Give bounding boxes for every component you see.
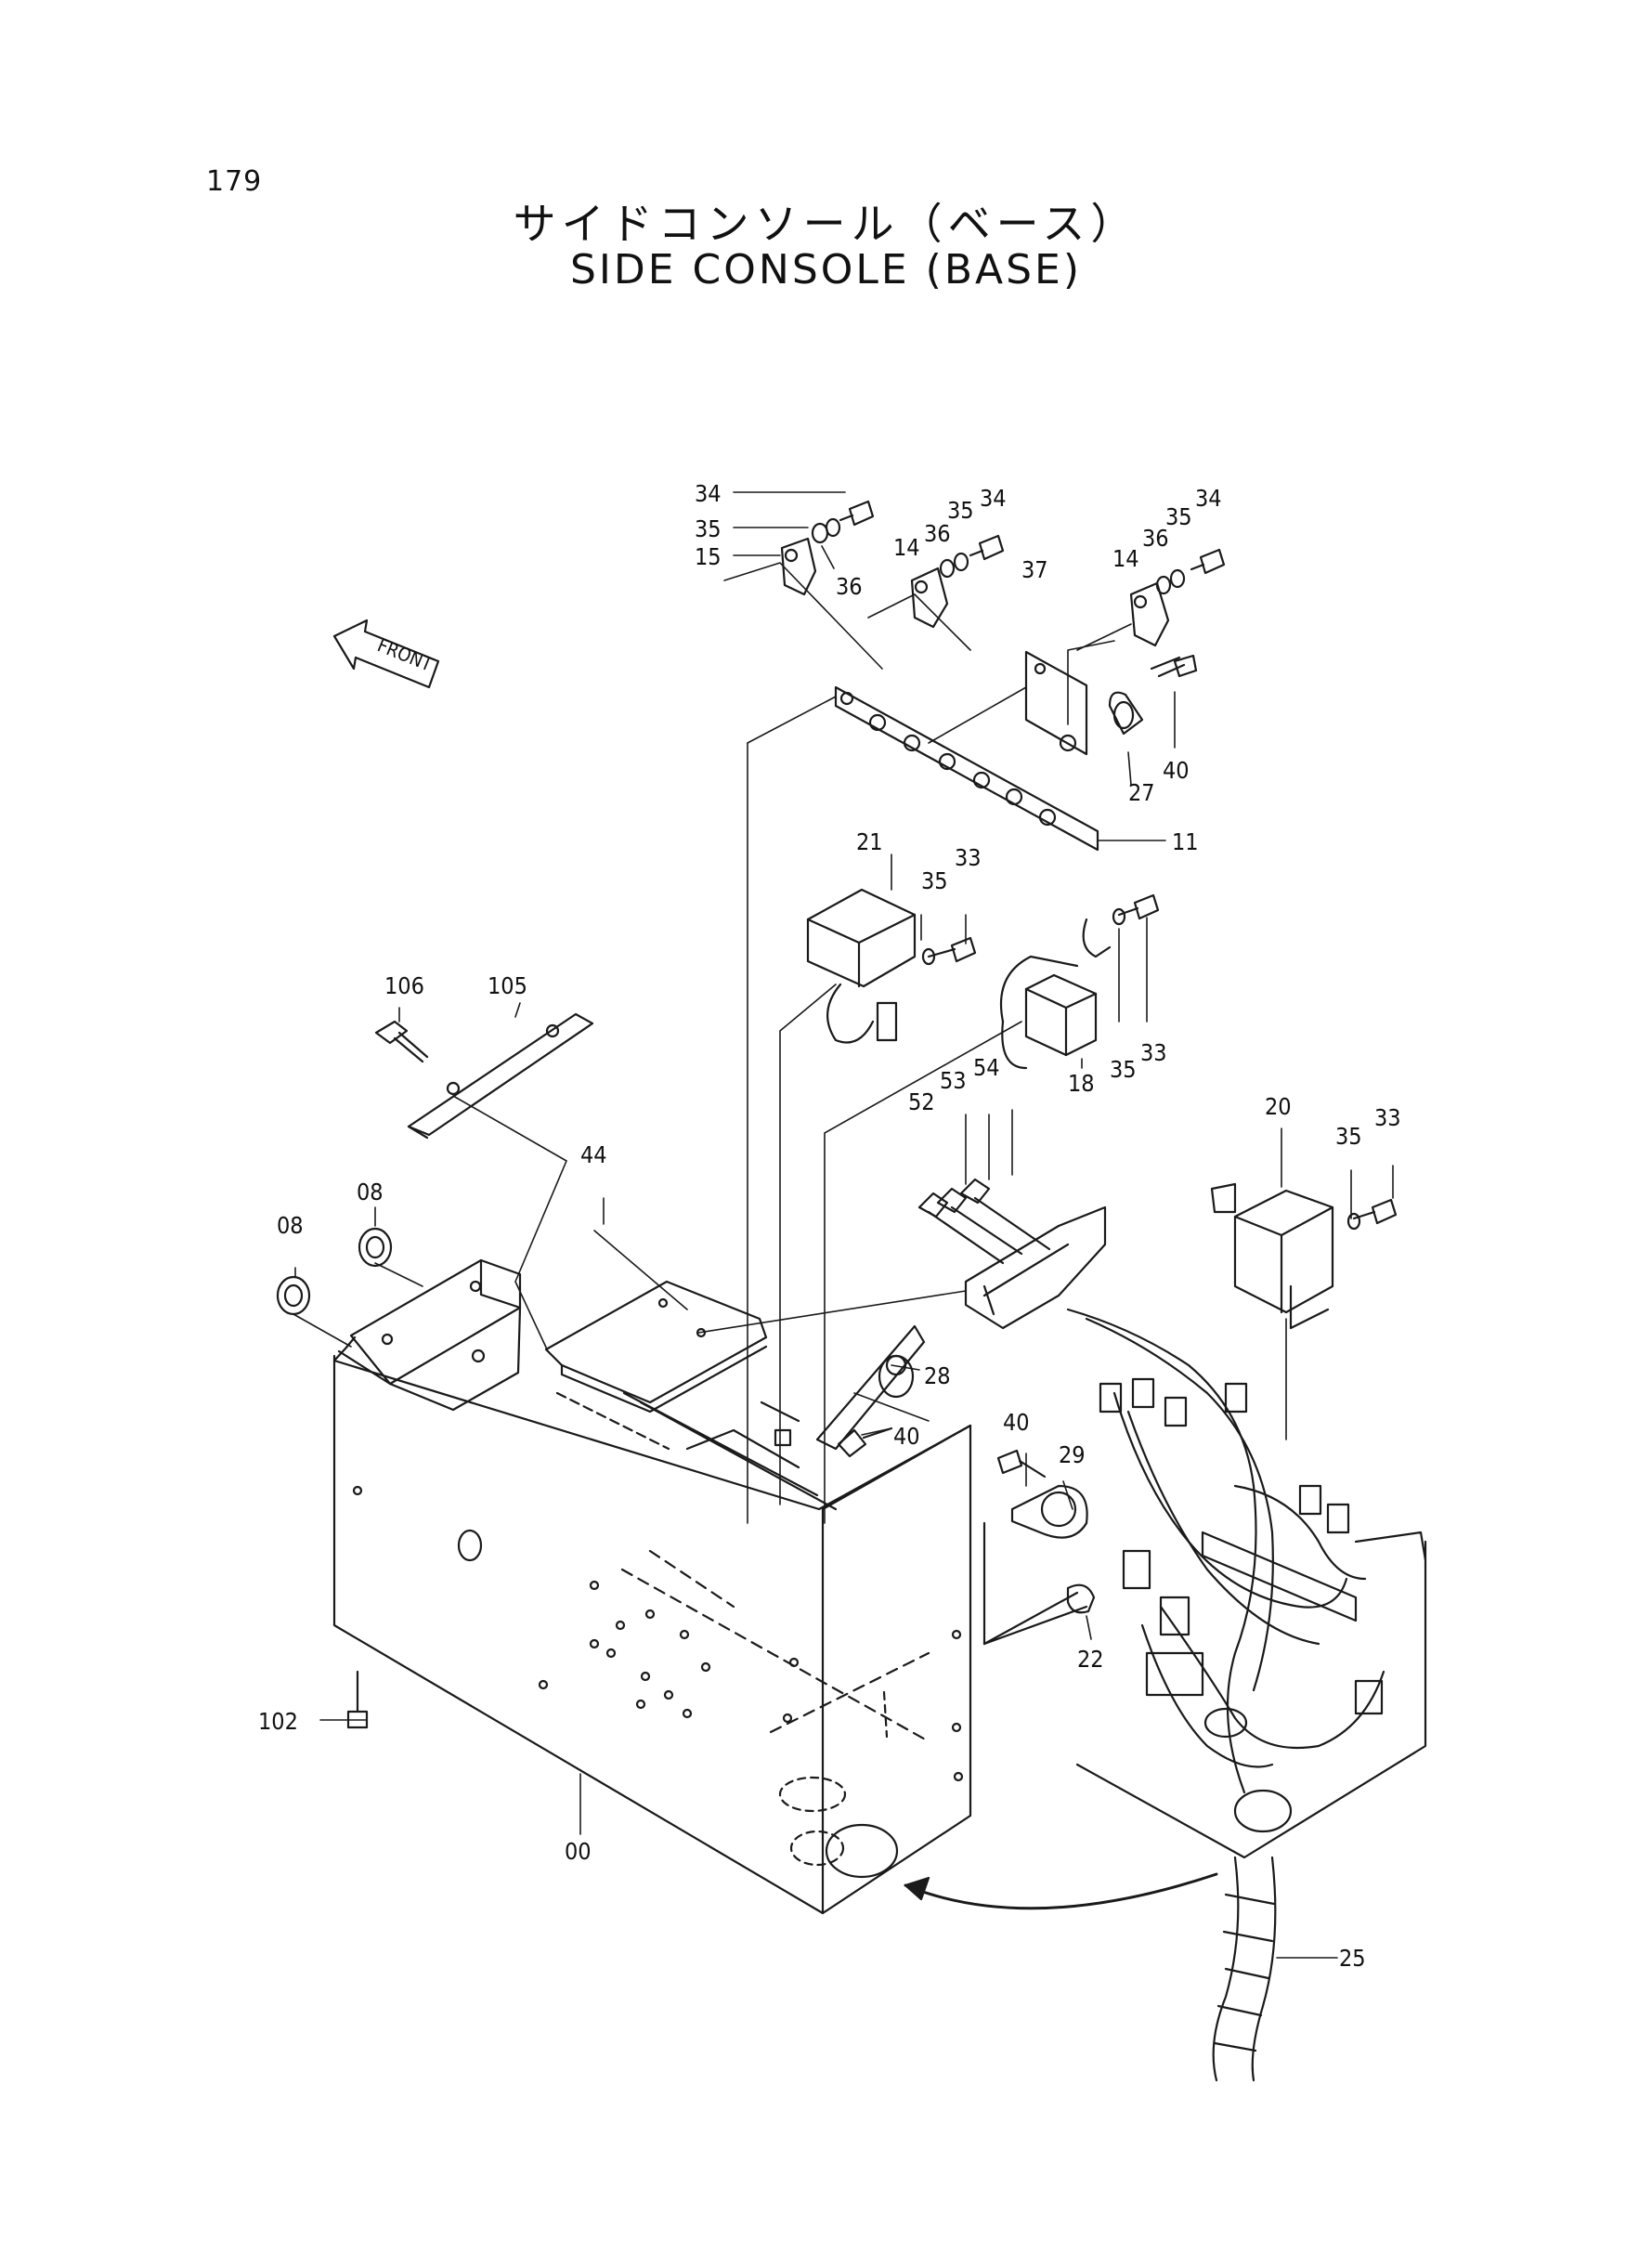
washer-35-36-a bbox=[811, 517, 841, 544]
callout-33: 33 bbox=[955, 844, 982, 871]
callout-35: 35 bbox=[1165, 503, 1192, 530]
side-console-body bbox=[332, 1335, 972, 1915]
callout-18: 18 bbox=[1068, 1070, 1095, 1097]
terminals-52-53-54 bbox=[917, 1178, 1051, 1265]
leader-lines bbox=[293, 491, 1394, 1959]
callout-52: 52 bbox=[908, 1088, 935, 1115]
callout-105: 105 bbox=[488, 972, 527, 999]
callout-53: 53 bbox=[940, 1067, 967, 1094]
callout-29: 29 bbox=[1059, 1441, 1086, 1468]
callout-35: 35 bbox=[695, 515, 722, 542]
grommet-08-a bbox=[276, 1275, 311, 1316]
cover-plate-105 bbox=[407, 1012, 594, 1140]
callout-21: 21 bbox=[856, 828, 883, 855]
callout-36: 36 bbox=[1142, 525, 1169, 552]
screw-34-c bbox=[1190, 548, 1226, 575]
title-japanese: サイドコンソール（ベース） bbox=[513, 199, 1139, 249]
callout-22: 22 bbox=[1077, 1646, 1104, 1673]
screw-34-a bbox=[839, 500, 875, 527]
callout-08: 08 bbox=[357, 1179, 384, 1205]
callout-34: 34 bbox=[695, 480, 722, 507]
switch-14-b bbox=[1129, 581, 1170, 647]
callout-40: 40 bbox=[1003, 1409, 1030, 1436]
callout-34: 34 bbox=[980, 485, 1007, 512]
harness-outline bbox=[982, 1521, 1427, 1859]
screw-33-c bbox=[1346, 1198, 1398, 1231]
washer-35-36-b bbox=[939, 552, 969, 579]
callout-35: 35 bbox=[921, 867, 948, 894]
grommet-08-b bbox=[358, 1227, 393, 1268]
callout-40: 40 bbox=[893, 1423, 920, 1450]
callout-36: 36 bbox=[836, 573, 863, 600]
clip-22 bbox=[982, 1583, 1096, 1646]
bolt-102 bbox=[346, 1670, 369, 1729]
callout-14: 14 bbox=[1112, 545, 1139, 572]
clamp-27 bbox=[1108, 691, 1144, 736]
relay-18 bbox=[999, 918, 1112, 1070]
plate-37 bbox=[1024, 650, 1088, 756]
callout-36: 36 bbox=[924, 520, 951, 547]
callout-labels: 34 35 15 36 14 36 35 34 37 14 36 35 34 2… bbox=[258, 480, 1401, 1972]
screw-34-b bbox=[969, 534, 1005, 561]
callout-25: 25 bbox=[1339, 1945, 1366, 1972]
callout-20: 20 bbox=[1265, 1093, 1292, 1120]
callout-33: 33 bbox=[1374, 1104, 1401, 1131]
callout-00: 00 bbox=[565, 1838, 592, 1865]
clamp-28 bbox=[815, 1324, 926, 1451]
callout-35: 35 bbox=[1335, 1123, 1362, 1150]
middle-bracket bbox=[544, 1280, 838, 1511]
screw-33-b bbox=[1112, 893, 1160, 926]
callout-44: 44 bbox=[580, 1141, 607, 1168]
callout-40: 40 bbox=[1163, 757, 1190, 784]
front-direction-arrow bbox=[332, 619, 440, 689]
washer-35-36-c bbox=[1155, 568, 1186, 595]
clamp-29 bbox=[1010, 1484, 1088, 1539]
upper-bracket bbox=[337, 1258, 522, 1412]
harness-sleeve-25 bbox=[1212, 1856, 1277, 2082]
bolt-40-a bbox=[1150, 654, 1198, 678]
callout-37: 37 bbox=[1021, 556, 1048, 583]
switch-15 bbox=[780, 537, 817, 596]
page-number: 179 bbox=[206, 165, 263, 198]
callout-35: 35 bbox=[947, 497, 974, 524]
callout-102: 102 bbox=[258, 1708, 298, 1735]
relay-21 bbox=[806, 888, 917, 1044]
callout-54: 54 bbox=[973, 1054, 1000, 1081]
routing-arrow bbox=[904, 1872, 1218, 1910]
callout-15: 15 bbox=[695, 543, 722, 570]
control-unit-20 bbox=[1210, 1182, 1334, 1330]
callout-106: 106 bbox=[384, 972, 424, 999]
callout-27: 27 bbox=[1128, 779, 1155, 806]
switch-14-a bbox=[910, 567, 949, 629]
callout-28: 28 bbox=[924, 1362, 951, 1389]
screw-33-a bbox=[921, 936, 977, 966]
callout-11: 11 bbox=[1172, 828, 1199, 855]
callout-14: 14 bbox=[893, 534, 920, 561]
callout-33: 33 bbox=[1140, 1039, 1167, 1066]
title-english: SIDE CONSOLE (BASE) bbox=[569, 246, 1083, 293]
callout-08: 08 bbox=[277, 1212, 304, 1239]
callout-34: 34 bbox=[1195, 485, 1222, 512]
connector-housing bbox=[964, 1205, 1107, 1330]
callout-35: 35 bbox=[1110, 1056, 1137, 1083]
mounting-bar-11 bbox=[834, 685, 1099, 852]
bolt-40-b bbox=[837, 1427, 893, 1458]
screw-106 bbox=[374, 1020, 429, 1063]
wiring-harness bbox=[1066, 1308, 1427, 1833]
bolt-40-c bbox=[996, 1449, 1047, 1479]
